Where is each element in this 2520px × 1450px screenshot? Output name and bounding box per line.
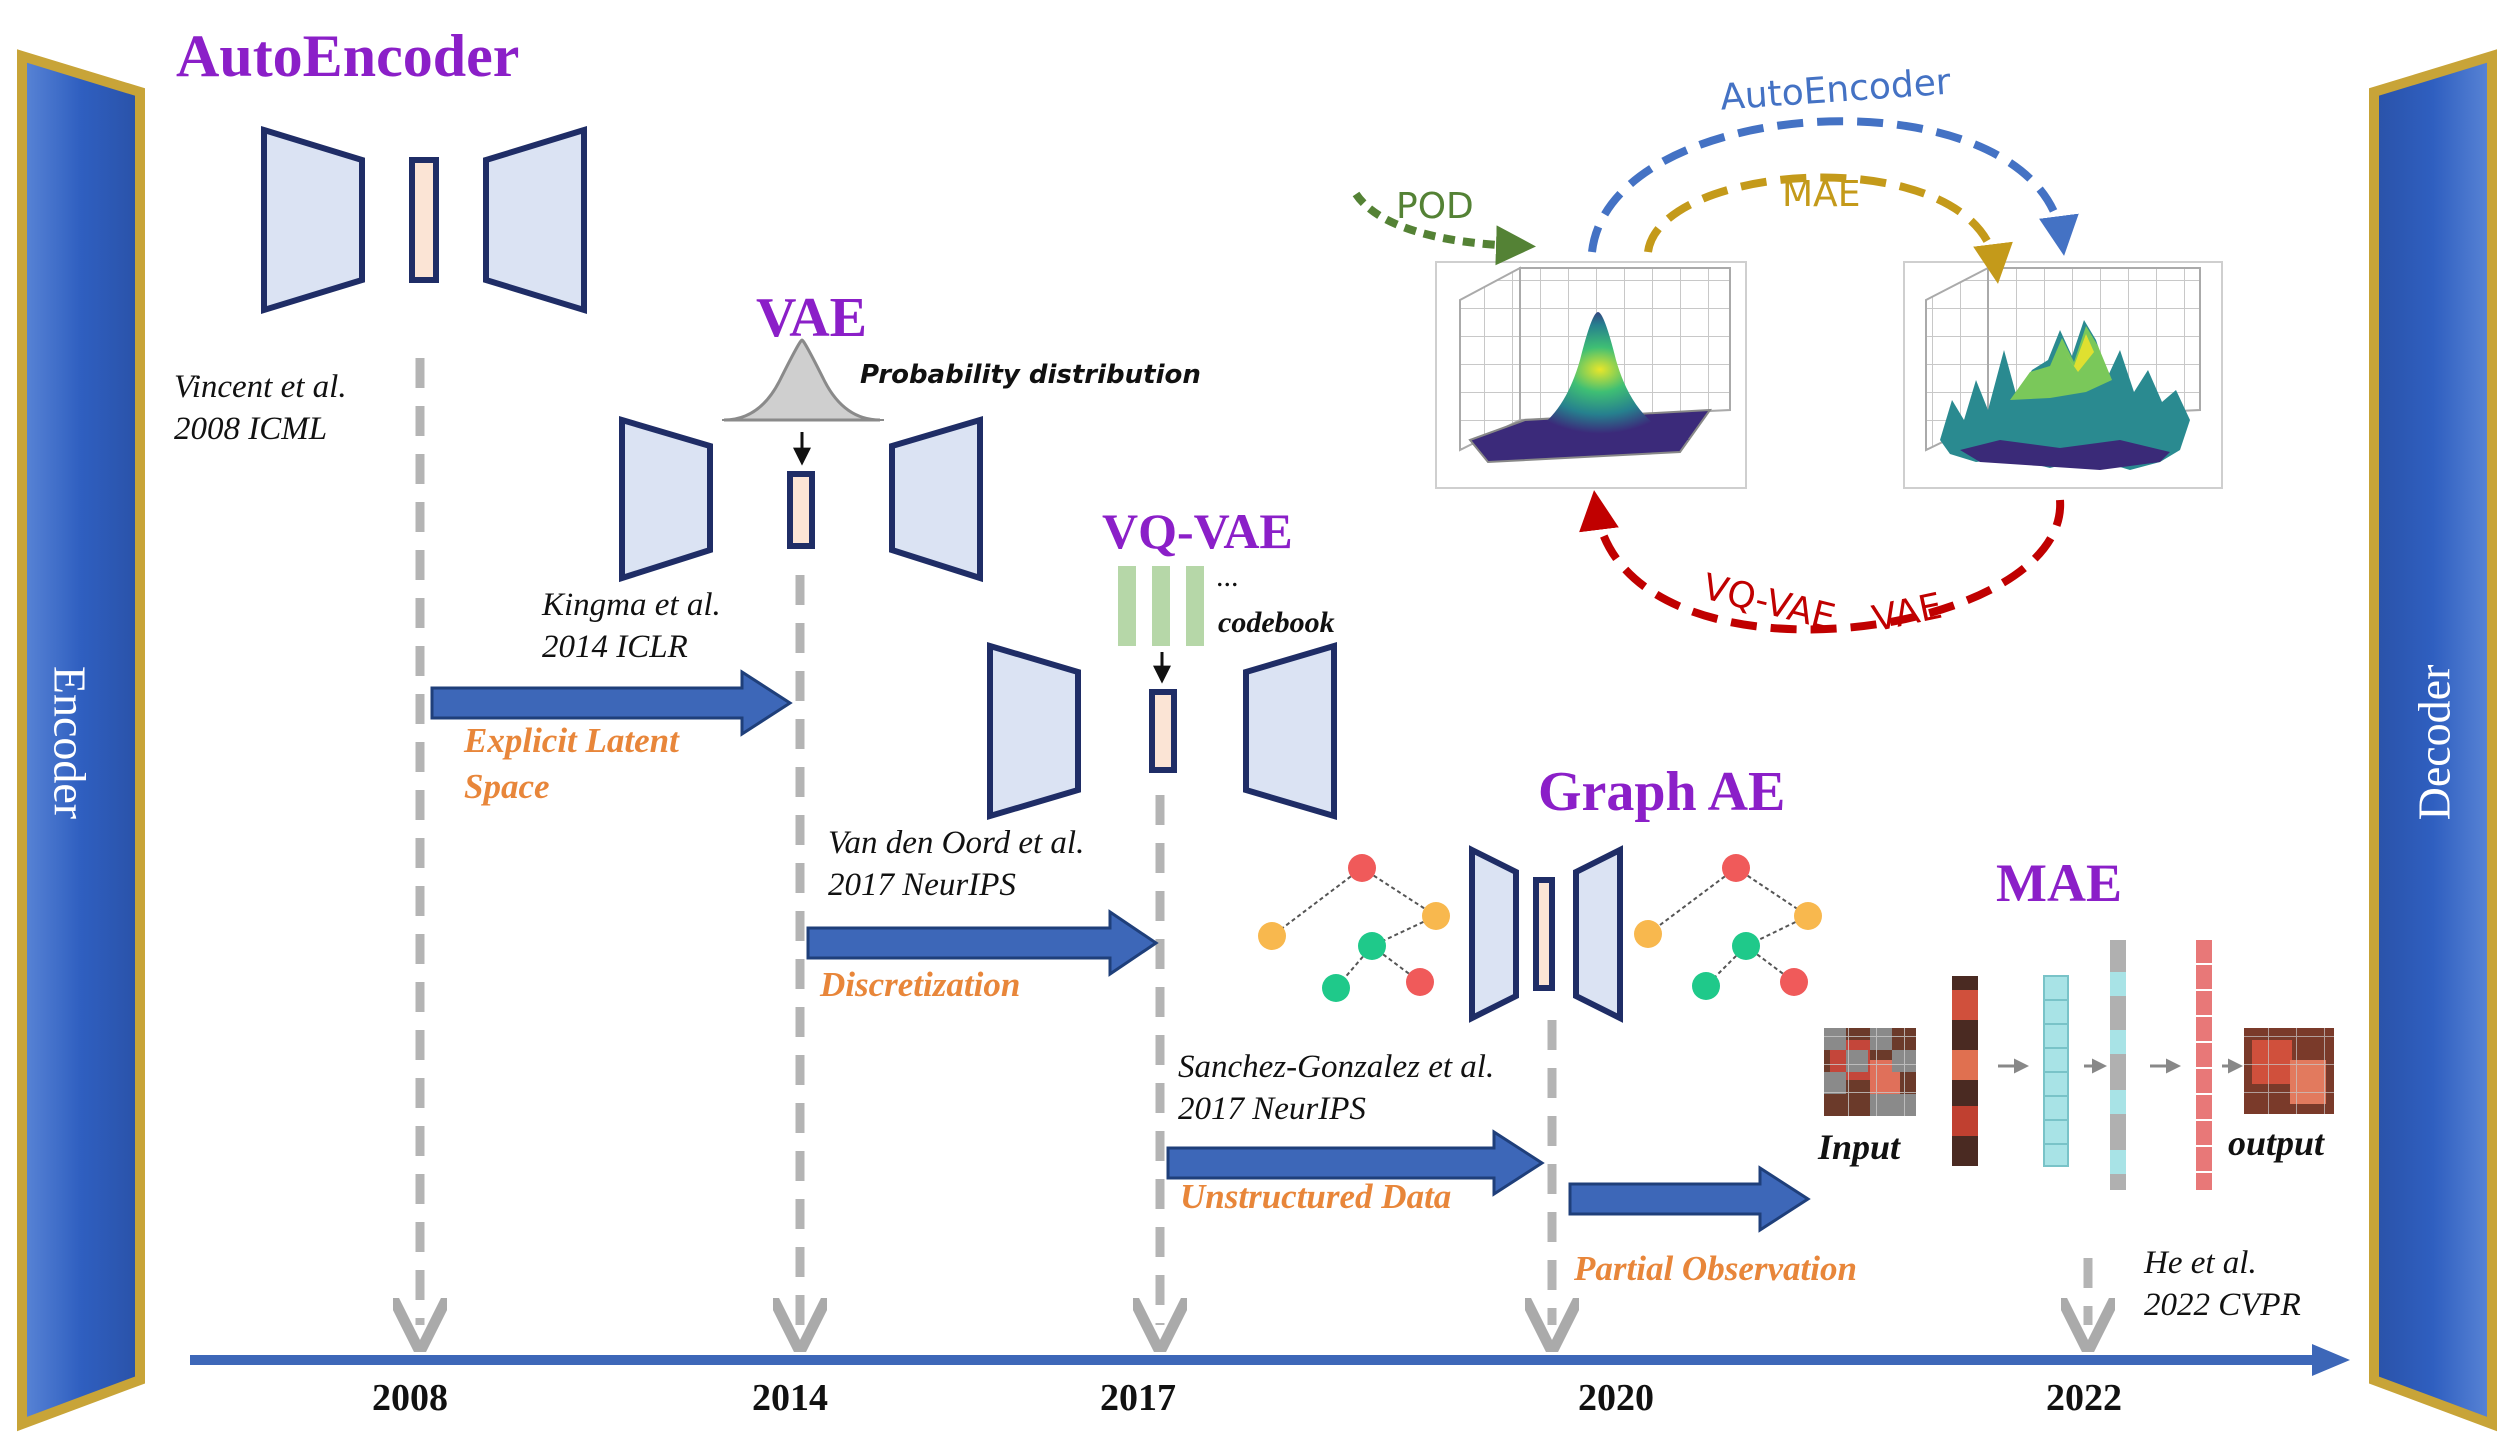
encoder-panel <box>17 49 145 1432</box>
mae-input-image <box>1824 1028 1916 1116</box>
cycle-vqvae-label: VQ-VAE <box>1699 567 1839 639</box>
mae-encoder-tokens <box>2043 975 2069 1167</box>
mae-decoder-tokens <box>2196 940 2212 1190</box>
cycle-autoencoder-arrow <box>1588 117 2079 256</box>
dashed-connectors <box>420 358 2088 1325</box>
stage-arrows <box>430 669 1811 1233</box>
citation-vincent: Vincent et al.2008 ICML <box>174 369 347 447</box>
codebook-bars <box>1118 566 1204 646</box>
year-label: 2017 <box>1100 1377 1176 1419</box>
autoencoder-encoder-block <box>261 125 365 315</box>
decoder-label: Decoder <box>2408 664 2460 821</box>
timeline-axis <box>190 1344 2350 1376</box>
year-label: 2020 <box>1578 1377 1654 1419</box>
mae-title: MAE <box>1996 853 2122 913</box>
vae-architecture <box>619 338 983 583</box>
citation-kingma: Kingma et al.2014 ICLR <box>542 587 721 665</box>
autoencoder-title: AutoEncoder <box>176 23 520 89</box>
codebook-label: codebook <box>1218 606 1335 639</box>
citation-van-den-oord: Van den Oord et al.2017 NeurIPS <box>828 825 1085 903</box>
pod-surface-plot <box>1435 261 1747 489</box>
citation-he: He et al.2022 CVPR <box>2144 1245 2301 1323</box>
cycle-arrows <box>1352 117 2079 634</box>
year-label: 2014 <box>752 1377 828 1419</box>
year-label: 2022 <box>2046 1377 2122 1419</box>
mae-output-label: output <box>2228 1123 2325 1163</box>
mae-patch-strip <box>1952 976 1978 1166</box>
probability-curve <box>723 338 881 422</box>
vqvae-latent <box>1149 689 1177 773</box>
graph-decoder-block <box>1573 845 1623 1023</box>
arrow-explicit-latent <box>430 669 793 737</box>
autoencoder-architecture <box>261 125 587 315</box>
mae-pipeline <box>1824 940 2334 1190</box>
feature-partial-observation: Partial Observation <box>1574 1249 1857 1288</box>
output-graph <box>1634 854 1822 1000</box>
autoencoder-latent <box>409 157 439 283</box>
probability-distribution-label: Probability distribution <box>860 360 1201 390</box>
vqvae-architecture <box>987 566 1337 821</box>
encoder-label: Encoder <box>44 665 96 820</box>
cycle-vae-arrow <box>1579 490 2065 634</box>
vqvae-title: VQ-VAE <box>1102 503 1293 559</box>
feature-unstructured-data: Unstructured Data <box>1180 1177 1452 1216</box>
vae-title: VAE <box>756 287 868 349</box>
input-graph <box>1258 854 1450 1002</box>
vae-encoder-block <box>619 415 713 583</box>
citation-sanchez-gonzalez: Sanchez-Gonzalez et al.2017 NeurIPS <box>1178 1049 1495 1127</box>
graph-ae-architecture <box>1258 845 1822 1023</box>
year-label: 2008 <box>372 1377 448 1419</box>
vae-latent <box>787 471 815 549</box>
arrow-discretization <box>806 909 1159 977</box>
vqvae-decoder-block <box>1243 641 1337 821</box>
mae-output-image <box>2244 1028 2334 1114</box>
mae-input-label: Input <box>1818 1127 1901 1167</box>
cycle-pod-label: POD <box>1396 186 1474 227</box>
arrow-partial <box>1568 1165 1811 1233</box>
cycle-mae-arrow <box>1644 173 2013 284</box>
cycle-autoencoder-label: AutoEncoder <box>1719 62 1952 119</box>
codebook-dots: ... <box>1216 560 1239 593</box>
graph-encoder-block <box>1469 845 1519 1023</box>
graph-latent <box>1533 877 1555 991</box>
decoder-panel <box>2369 49 2497 1432</box>
vqvae-encoder-block <box>987 641 1081 821</box>
vae-decoder-block <box>889 415 983 583</box>
mae-surface-plot <box>1903 261 2223 489</box>
mae-latent-tokens <box>2110 940 2126 1190</box>
feature-discretization: Discretization <box>820 965 1021 1004</box>
arrow-unstructured <box>1166 1129 1545 1197</box>
graph-ae-title: Graph AE <box>1538 761 1786 823</box>
cycle-mae-label: MAE <box>1782 174 1860 215</box>
autoencoder-decoder-block <box>483 125 587 315</box>
cycle-vae-label: VAE <box>1869 586 1946 641</box>
